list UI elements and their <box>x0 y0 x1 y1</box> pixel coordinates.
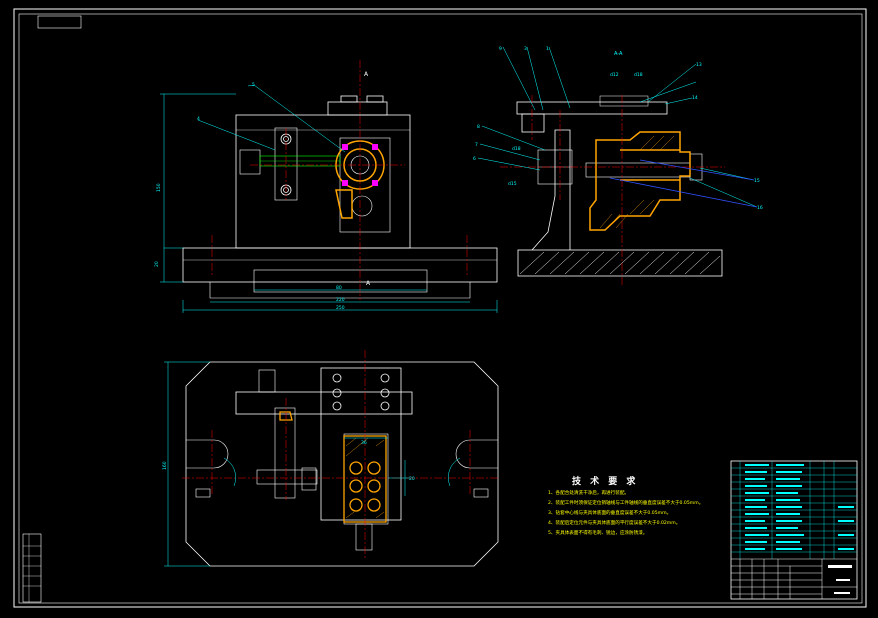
plan-dim-20: 20 <box>409 476 415 482</box>
tech-note-1: 1、各配合处清洗干净后，再进行装配。 <box>548 491 630 496</box>
front-dim-150: 150 <box>156 183 162 192</box>
side-dia-d12: d12 <box>610 72 619 78</box>
tech-note-4: 4、装配后定位元件与夹具体底面的平行度误差不大于0.02mm。 <box>548 521 681 526</box>
section-mark-a-bottom: A <box>366 280 371 287</box>
tech-note-3: 3、钻套中心线与夹具体底面的垂直度误差不大于0.05mm。 <box>548 511 672 516</box>
side-label-13: 13 <box>696 62 702 68</box>
side-label-3: 3 <box>524 46 527 52</box>
section-mark-a: A <box>364 71 369 78</box>
front-dim-250: 250 <box>336 305 345 311</box>
tech-note-5: 5、夹具体表面不得有毛刺、锐边，应涂防锈漆。 <box>548 531 648 536</box>
side-dia-d18-b: d18 <box>512 146 521 152</box>
side-label-1: 1 <box>546 46 549 52</box>
side-label-8: 8 <box>477 124 480 130</box>
front-label-5: 5 <box>252 82 255 88</box>
side-label-15: 15 <box>754 178 760 184</box>
side-label-7: 7 <box>475 142 478 148</box>
plan-dim-160: 160 <box>162 461 168 470</box>
plan-view: 36 160 20 <box>162 350 500 567</box>
front-dim-20: 20 <box>154 261 160 267</box>
side-label-14: 14 <box>692 95 698 101</box>
side-label-16: 16 <box>757 205 763 211</box>
side-label-9: 9 <box>499 46 502 52</box>
side-view-header: A-A <box>614 51 623 57</box>
drawing-frame <box>13 8 867 608</box>
front-view: A A 4 5 20 150 220 250 80 <box>154 60 498 313</box>
tech-requirements-title: 技 术 要 求 <box>572 477 639 487</box>
title-block <box>730 460 858 600</box>
front-dim-80: 80 <box>336 285 342 291</box>
front-dim-220: 220 <box>336 297 345 303</box>
tech-note-2: 2、装配工件时须保证定位销轴线与工件轴线的垂直度误差不大于0.05mm。 <box>548 501 704 506</box>
side-dia-d15: d15 <box>508 181 517 187</box>
side-label-6: 6 <box>473 156 476 162</box>
side-view: A-A 9 3 1 8 7 6 13 14 15 16 d12 d18 d18 … <box>473 46 763 286</box>
plan-dim-36: 36 <box>361 440 367 446</box>
side-dia-d18-a: d18 <box>634 72 643 78</box>
front-label-4: 4 <box>197 116 200 122</box>
tech-requirements-list: 1、各配合处清洗干净后，再进行装配。 2、装配工件时须保证定位销轴线与工件轴线的… <box>548 489 703 539</box>
